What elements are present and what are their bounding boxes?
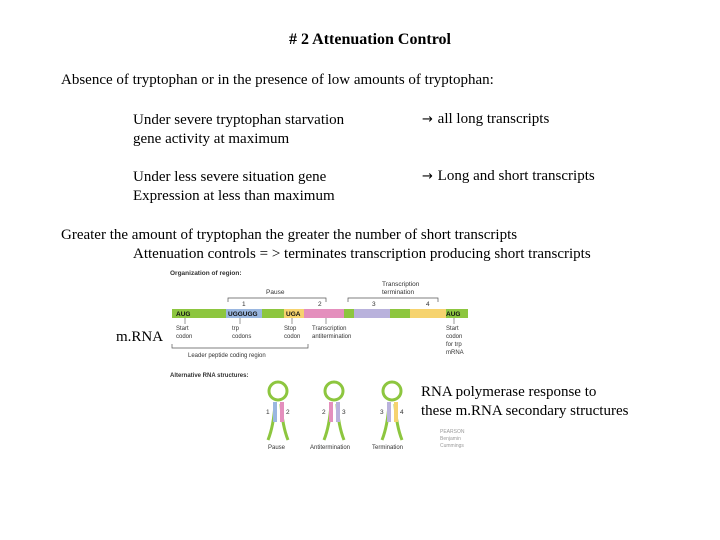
start-trp-line3: for trp: [446, 342, 462, 348]
start-trp-line4: mRNA: [446, 350, 464, 356]
case-2-result-text: Long and short transcripts: [437, 168, 595, 184]
case-2-result: → Long and short transcripts: [422, 168, 595, 185]
strip-segment-linker-2: [344, 309, 354, 318]
strip-segment-region-1: [226, 309, 262, 318]
hairpin-termination: 3 4 Termination: [372, 380, 404, 451]
strip-segment-start: [172, 309, 226, 318]
hp3-num-b: 4: [400, 409, 404, 416]
mrna-label: m.RNA: [116, 329, 164, 345]
polymerase-line1: RNA polymerase response to: [421, 384, 597, 400]
stop-codon-line1: Stop: [284, 326, 297, 332]
start-codon-line2: codon: [176, 334, 192, 340]
termination-bracket: [347, 297, 439, 302]
start-codon-line1: Start: [176, 326, 189, 332]
strip-segment-linker-3: [390, 309, 410, 318]
case-1-condition-line1: Under severe tryptophan starvation: [133, 112, 345, 128]
alt-structures-heading: Alternative RNA structures:: [170, 373, 248, 379]
page-title: # 2 Attenuation Control: [289, 31, 451, 48]
hp1-num-b: 2: [286, 409, 290, 416]
region-number-3: 3: [372, 301, 376, 308]
strip-segment-end: [446, 309, 468, 318]
termination-label-line2: termination: [382, 289, 415, 296]
right-arrow-icon: →: [422, 169, 433, 184]
case-1-result-text: all long transcripts: [437, 111, 550, 127]
trp-codons-line1: trp: [232, 326, 240, 332]
publisher-line2: Benjamin: [440, 436, 461, 442]
case-1-result: → all long transcripts: [422, 111, 549, 128]
strip-segment-region-4: [410, 309, 446, 318]
pause-bracket: [227, 297, 327, 302]
hairpin-antitermination-label: Antitermination: [310, 445, 350, 451]
case-2-condition: Under less severe situation gene Express…: [133, 168, 335, 206]
hp2-num-b: 3: [342, 409, 346, 416]
polymerase-response-text: RNA polymerase response to these m.RNA s…: [421, 383, 628, 421]
uga-codon: UGA: [286, 311, 301, 318]
publisher-line3: Cummings: [440, 443, 464, 449]
greater-tryptophan-text: Greater the amount of tryptophan the gre…: [61, 227, 518, 243]
strip-segment-region-3: [354, 309, 390, 318]
region-number-4: 4: [426, 301, 430, 308]
start-trp-line2: codon: [446, 334, 462, 340]
hairpin-pause-label: Pause: [268, 445, 286, 451]
case-1-condition-line2: gene activity at maximum: [133, 131, 290, 147]
aug-left-codon: AUG: [176, 311, 190, 318]
case-1-condition: Under severe tryptophan starvation gene …: [133, 111, 344, 149]
start-trp-line1: Start: [446, 326, 459, 332]
attenuation-text: Attenuation controls = > terminates tran…: [133, 246, 591, 262]
case-2-condition-line1: Under less severe situation gene: [133, 169, 327, 185]
leader-bracket: [171, 344, 309, 349]
region-number-1: 1: [242, 301, 246, 308]
pause-label: Pause: [266, 289, 285, 296]
hp2-num-a: 2: [322, 409, 326, 416]
transcription-antitermination-line2: antitermination: [312, 334, 351, 340]
publisher-line1: PEARSON: [440, 429, 465, 435]
hp3-num-a: 3: [380, 409, 384, 416]
stop-codon-line2: codon: [284, 334, 300, 340]
hp1-num-a: 1: [266, 409, 270, 416]
case-2-condition-line2: Expression at less than maximum: [133, 188, 335, 204]
publisher-logo: PEARSON Benjamin Cummings: [440, 429, 465, 449]
polymerase-line2: these m.RNA secondary structures: [421, 403, 629, 419]
hairpin-pause: 1 2 Pause: [266, 380, 290, 451]
hairpin-termination-label: Termination: [372, 445, 403, 451]
termination-label-line1: Transcription: [382, 281, 420, 288]
strip-segment-linker: [262, 309, 284, 318]
aug-right-codon: AUG: [446, 311, 460, 318]
uggugg-codons: UGGUGG: [228, 311, 258, 318]
org-heading: Organization of region:: [170, 270, 242, 277]
trp-codons-line2: codons: [232, 334, 251, 340]
leader-label: Leader peptide coding region: [188, 353, 266, 359]
mrna-strip: [172, 309, 468, 318]
strip-segment-stop: [284, 309, 304, 318]
right-arrow-icon: →: [422, 112, 433, 127]
transcription-antitermination-line1: Transcription: [312, 326, 346, 332]
strip-segment-region-2: [304, 309, 344, 318]
hairpin-antitermination: 2 3 Antitermination: [310, 380, 350, 451]
intro-text: Absence of tryptophan or in the presence…: [61, 72, 494, 88]
region-number-2: 2: [318, 301, 322, 308]
